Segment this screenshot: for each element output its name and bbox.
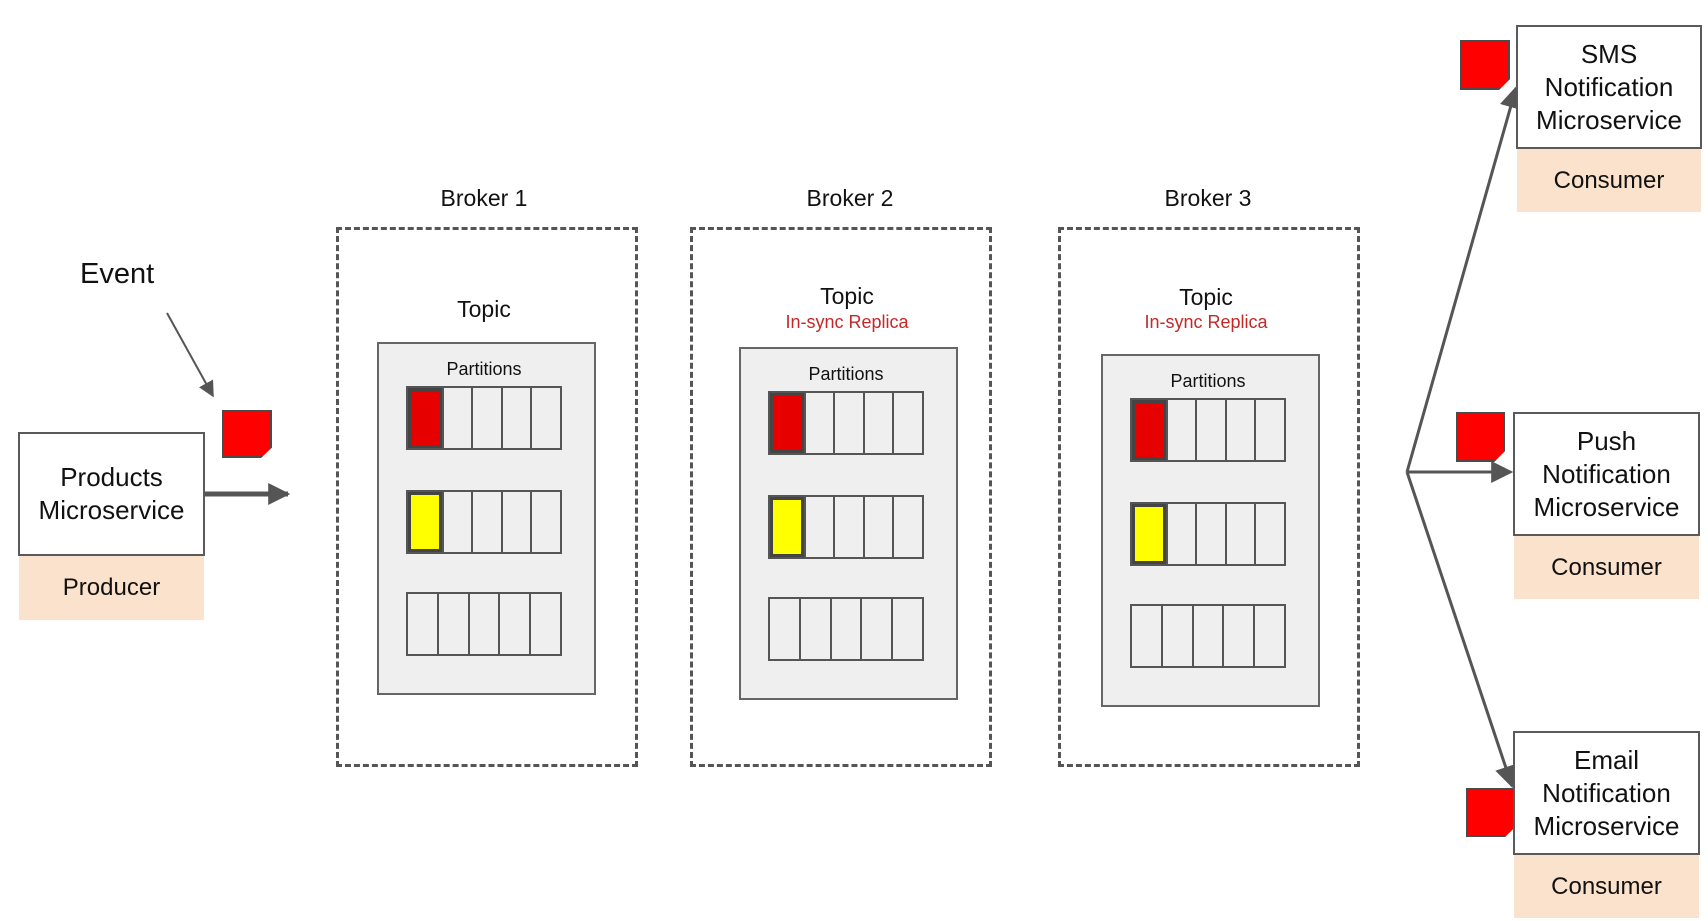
broker-1-partition-2	[406, 592, 562, 656]
broker-2-partition-1	[768, 495, 924, 559]
empty-cell	[1165, 400, 1196, 460]
to-email-arrow	[1405, 471, 1517, 789]
broker-1-frame	[336, 227, 638, 767]
push-role-label: Consumer	[1551, 553, 1662, 581]
sms-service-box: SMS Notification Microservice	[1516, 25, 1702, 149]
message-cell	[1132, 400, 1166, 460]
message-cell	[408, 492, 442, 552]
empty-cell	[529, 594, 560, 654]
broker-2-partition-0	[768, 391, 924, 455]
empty-cell	[829, 599, 861, 659]
email-event-message-icon	[1466, 788, 1516, 837]
push-service-name: Push Notification Microservice	[1533, 425, 1680, 522]
message-cell	[1132, 504, 1166, 564]
empty-cell	[471, 388, 501, 448]
event-label: Event	[80, 258, 155, 290]
empty-cell	[467, 594, 499, 654]
broker-2-replica-label: In-sync Replica	[785, 312, 909, 332]
sms-service-name: SMS Notification Microservice	[1536, 38, 1682, 135]
push-service-box: Push Notification Microservice	[1513, 412, 1700, 536]
empty-cell	[803, 393, 834, 453]
email-service-box: Email Notification Microservice	[1513, 731, 1700, 855]
empty-cell	[1253, 606, 1284, 666]
broker-1-partitions-label: Partitions	[446, 359, 522, 379]
broker-2-partitions-label: Partitions	[808, 364, 884, 384]
empty-cell	[498, 594, 529, 654]
sms-role-label: Consumer	[1553, 166, 1665, 194]
sms-event-message-icon	[1460, 40, 1510, 90]
broker-3-partition-2	[1130, 604, 1286, 668]
empty-cell	[530, 492, 560, 552]
producer-role-label: Producer	[62, 574, 161, 601]
empty-cell	[408, 594, 437, 654]
empty-cell	[770, 599, 799, 659]
empty-cell	[833, 393, 863, 453]
empty-cell	[798, 599, 830, 659]
broker-3-replica-label: In-sync Replica	[1144, 312, 1268, 332]
empty-cell	[862, 393, 893, 453]
sms-role-badge: Consumer	[1517, 149, 1701, 212]
event-message-icon	[222, 410, 272, 458]
empty-cell	[1254, 400, 1284, 460]
empty-cell	[860, 599, 891, 659]
message-cell	[770, 393, 804, 453]
event-pointer-arrow	[166, 312, 214, 398]
broker-3-frame	[1058, 227, 1360, 767]
broker-3-topic-title: Topic	[1179, 284, 1233, 310]
push-role-badge: Consumer	[1514, 536, 1699, 599]
empty-cell	[892, 497, 922, 557]
empty-cell	[1160, 606, 1192, 666]
empty-cell	[1224, 400, 1255, 460]
broker-3-partition-0	[1130, 398, 1286, 462]
empty-cell	[1195, 504, 1225, 564]
empty-cell	[1132, 606, 1161, 666]
empty-cell	[862, 497, 893, 557]
empty-cell	[833, 497, 863, 557]
producer-service-name: Products Microservice	[38, 462, 185, 525]
empty-cell	[500, 388, 531, 448]
broker-2-frame	[690, 227, 992, 767]
empty-cell	[1195, 400, 1225, 460]
email-role-badge: Consumer	[1514, 855, 1699, 918]
broker-1-partition-1	[406, 490, 562, 554]
broker-2-title: Broker 2	[806, 185, 894, 211]
empty-cell	[803, 497, 834, 557]
empty-cell	[892, 393, 922, 453]
empty-cell	[891, 599, 922, 659]
push-event-message-icon	[1456, 412, 1505, 462]
broker-1-partition-0	[406, 386, 562, 450]
empty-cell	[530, 388, 560, 448]
email-role-label: Consumer	[1551, 872, 1662, 900]
message-cell	[408, 388, 442, 448]
broker-3-partition-1	[1130, 502, 1286, 566]
empty-cell	[1191, 606, 1223, 666]
empty-cell	[471, 492, 501, 552]
broker-3-partitions-label: Partitions	[1170, 371, 1246, 391]
empty-cell	[441, 492, 472, 552]
empty-cell	[1224, 504, 1255, 564]
empty-cell	[436, 594, 468, 654]
broker-2-partition-2	[768, 597, 924, 661]
empty-cell	[441, 388, 472, 448]
broker-3-title: Broker 3	[1164, 185, 1252, 211]
producer-role-badge: Producer	[19, 556, 204, 620]
empty-cell	[1222, 606, 1253, 666]
message-cell	[770, 497, 804, 557]
empty-cell	[1165, 504, 1196, 564]
broker-1-topic-title: Topic	[457, 296, 511, 322]
empty-cell	[1254, 504, 1284, 564]
producer-service-box: Products Microservice	[18, 432, 205, 556]
broker-2-topic-title: Topic	[820, 283, 874, 309]
email-service-name: Email Notification Microservice	[1533, 744, 1680, 841]
empty-cell	[500, 492, 531, 552]
broker-1-title: Broker 1	[440, 185, 528, 211]
